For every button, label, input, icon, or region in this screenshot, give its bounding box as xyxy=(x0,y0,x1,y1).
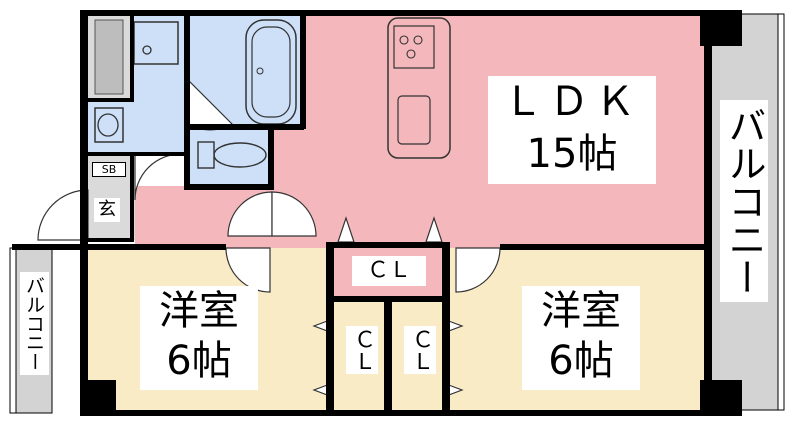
closet-mid-right-label: ＣＬ xyxy=(404,326,436,374)
closet-top-label: ＣＬ xyxy=(352,256,426,286)
entrance-label: 玄 xyxy=(94,198,120,222)
balcony-right-label: バルコニー xyxy=(720,100,768,302)
ldk-room-name: ＬＤＫ xyxy=(503,79,641,125)
western-right-size: 6帖 xyxy=(548,338,614,384)
western-right-name: 洋室 xyxy=(541,288,621,334)
shoe-box-label: SB xyxy=(92,162,126,177)
ldk-label: ＬＤＫ 15帖 xyxy=(488,76,656,184)
western-left-size: 6帖 xyxy=(166,338,232,384)
western-right-label: 洋室 6帖 xyxy=(522,286,640,390)
western-left-label: 洋室 6帖 xyxy=(140,286,258,390)
western-left-name: 洋室 xyxy=(159,288,239,334)
ldk-room-size: 15帖 xyxy=(526,131,618,177)
closet-mid-left-label: ＣＬ xyxy=(346,326,378,374)
balcony-left-label: バルコニー xyxy=(20,272,49,375)
